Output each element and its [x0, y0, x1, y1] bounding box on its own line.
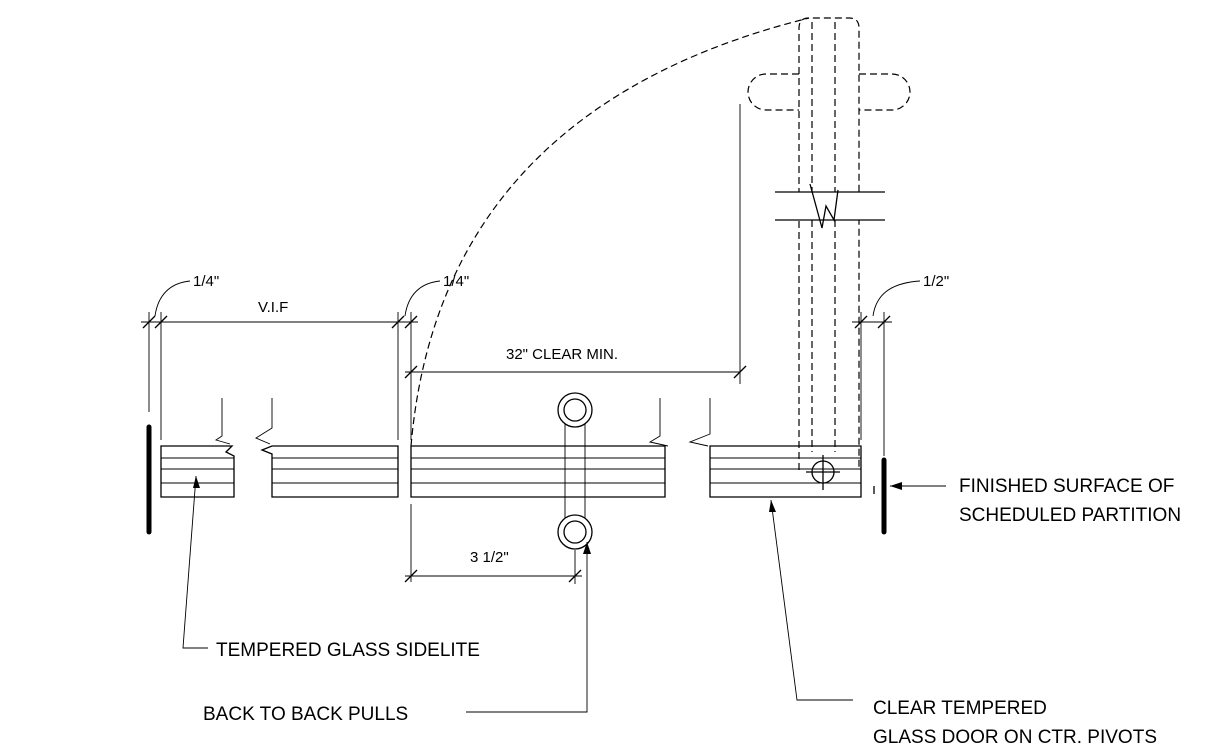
door-glass: [410, 398, 862, 498]
dim-partition-gap: 1/2": [923, 273, 949, 290]
label-door-line1: CLEAR TEMPERED: [873, 698, 1047, 719]
dim-clear-width: 32" CLEAR MIN.: [506, 346, 618, 363]
label-partition-line1: FINISHED SURFACE OF: [959, 476, 1174, 497]
door-break: [775, 183, 885, 229]
label-sidelite: TEMPERED GLASS SIDELITE: [216, 640, 480, 661]
pull-handles: [557, 392, 593, 550]
dimension-lines: [141, 104, 921, 584]
label-door-line2: GLASS DOOR ON CTR. PIVOTS: [873, 727, 1157, 748]
label-pulls: BACK TO BACK PULLS: [203, 704, 408, 725]
open-door-dashed: [410, 17, 911, 470]
dim-door-gap: 1/4": [443, 273, 469, 290]
label-partition-line2: SCHEDULED PARTITION: [959, 505, 1181, 526]
leader-lines: [182, 475, 946, 713]
pivot-symbol: [806, 455, 840, 490]
dim-pull-offset: 3 1/2": [470, 549, 509, 566]
dim-sidelite-gap: 1/4": [193, 273, 219, 290]
dim-sidelite-width: V.I.F: [258, 299, 288, 316]
